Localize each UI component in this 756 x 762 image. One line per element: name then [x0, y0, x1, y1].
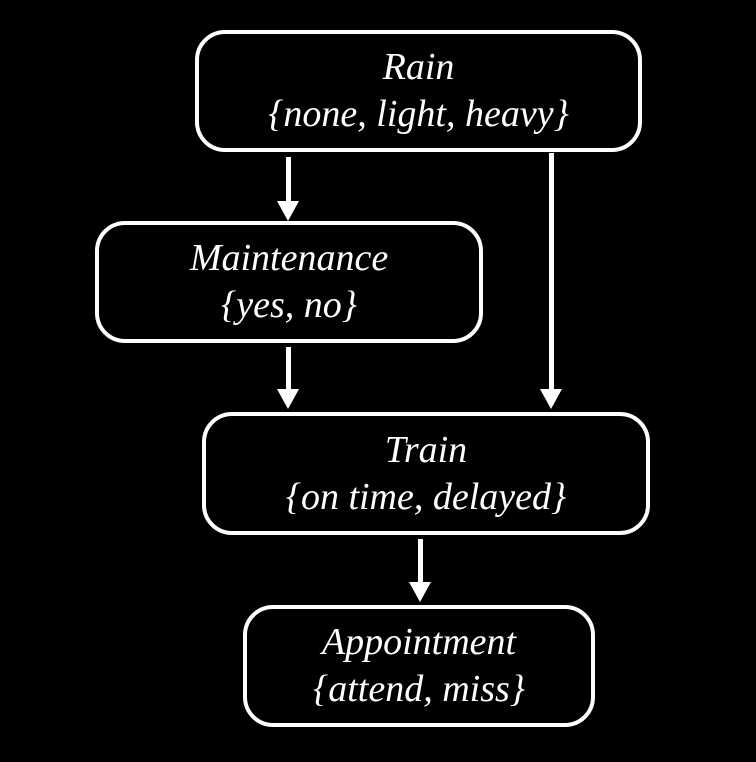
- edge-rain-to-maintenance-arrow: [277, 157, 299, 221]
- node-maintenance: Maintenance {yes, no}: [95, 221, 483, 343]
- arrow-shaft: [285, 347, 291, 389]
- arrow-head-icon: [409, 582, 431, 602]
- arrow-head-icon: [277, 201, 299, 221]
- arrow-head-icon: [540, 389, 562, 409]
- edge-rain-to-train-arrow: [540, 153, 562, 409]
- edge-train-to-appointment-arrow: [409, 539, 431, 602]
- node-rain-values: {none, light, heavy}: [268, 93, 569, 135]
- arrow-shaft: [417, 539, 423, 582]
- node-appointment-values: {attend, miss}: [313, 668, 525, 710]
- arrow-shaft: [548, 153, 554, 389]
- node-rain: Rain {none, light, heavy}: [195, 30, 642, 152]
- node-train-values: {on time, delayed}: [285, 475, 567, 518]
- edge-maintenance-to-train-arrow: [277, 347, 299, 409]
- node-rain-label: Rain: [382, 46, 455, 88]
- arrow-head-icon: [277, 389, 299, 409]
- node-train-label: Train: [384, 428, 468, 471]
- node-maintenance-label: Maintenance: [189, 237, 389, 279]
- node-train: Train {on time, delayed}: [202, 412, 650, 535]
- node-appointment-label: Appointment: [321, 621, 517, 663]
- node-maintenance-values: {yes, no}: [221, 284, 357, 326]
- arrow-shaft: [285, 157, 291, 201]
- node-appointment: Appointment {attend, miss}: [243, 605, 595, 727]
